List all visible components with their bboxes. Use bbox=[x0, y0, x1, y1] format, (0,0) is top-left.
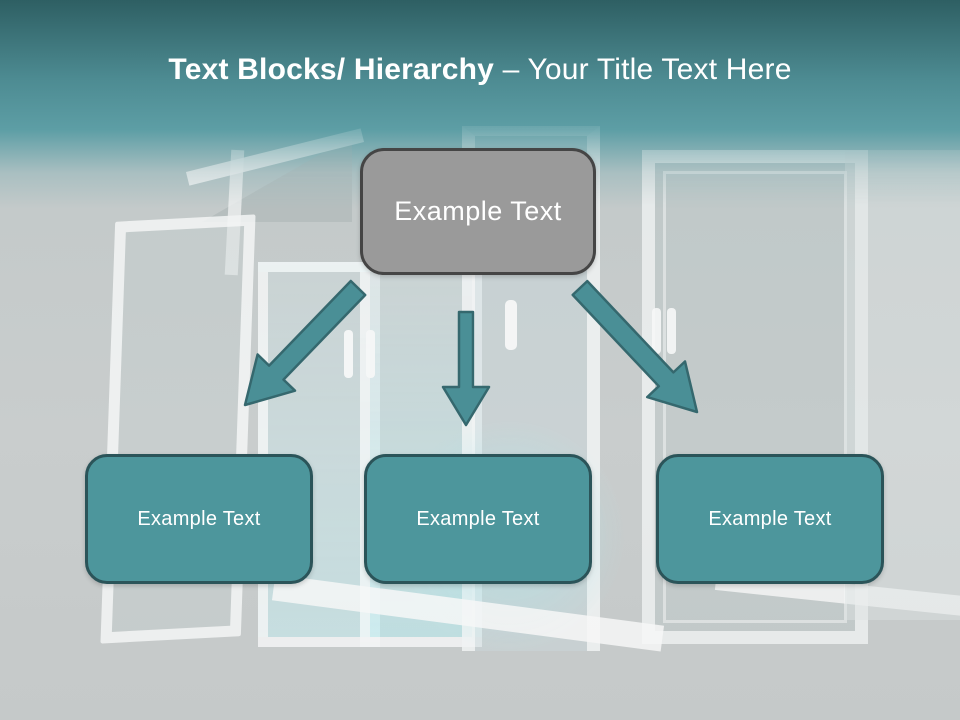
door-handle-icon bbox=[667, 308, 676, 354]
slide-title-topic: Text Blocks/ Hierarchy bbox=[168, 53, 495, 86]
window-top-beam bbox=[185, 128, 365, 186]
child-text-block-2[interactable]: Example Text bbox=[364, 454, 592, 584]
child-text-block-3[interactable]: Example Text bbox=[656, 454, 884, 584]
slide-title[interactable]: Text Blocks/ Hierarchy – Your Title Text… bbox=[0, 52, 960, 88]
window-gable-shadow bbox=[202, 136, 352, 222]
child-text-block-1-label: Example Text bbox=[137, 507, 261, 530]
child-text-block-3-label: Example Text bbox=[708, 507, 832, 530]
child-text-block-2-label: Example Text bbox=[416, 507, 540, 530]
child-text-block-1[interactable]: Example Text bbox=[85, 454, 313, 584]
root-text-block[interactable]: Example Text bbox=[360, 148, 596, 275]
window-handle-icon bbox=[344, 330, 353, 378]
root-text-block-label: Example Text bbox=[394, 196, 562, 226]
slide-title-placeholder: – Your Title Text Here bbox=[494, 53, 792, 86]
window-top-post bbox=[224, 149, 245, 276]
door-handle-icon bbox=[652, 308, 661, 354]
window-sill-left bbox=[271, 574, 665, 652]
down-right-arrow-icon bbox=[571, 279, 699, 414]
down-left-arrow-icon bbox=[243, 279, 367, 407]
window-handle-icon bbox=[366, 330, 375, 378]
window-handle-icon bbox=[505, 300, 517, 350]
down-arrow-icon bbox=[441, 310, 491, 427]
